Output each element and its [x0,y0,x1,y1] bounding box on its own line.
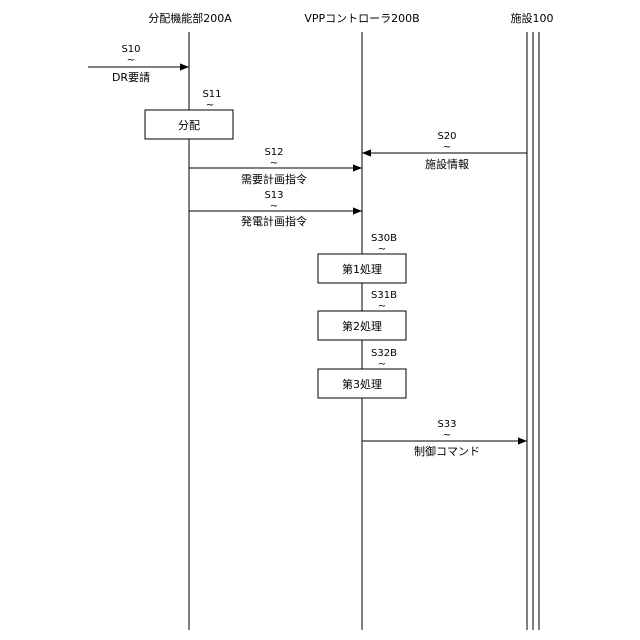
message-s33: 制御コマンド [414,444,480,458]
wave-mark-s13: ~ [270,201,278,212]
message-s13: 発電計画指令 [241,214,307,228]
lane-title-vpp-controller: VPPコントローラ200B [304,12,419,25]
message-s20: 施設情報 [425,157,469,171]
lane-title-allocation: 分配機能部200A [148,11,232,25]
wave-mark-s30b: ~ [378,244,386,255]
lifeline-facility [527,32,539,630]
message-s10: DR要請 [112,70,150,84]
process-label-s31b: 第2処理 [342,319,382,333]
wave-mark-s33: ~ [443,430,451,441]
step-id-s10: S10 [121,44,140,55]
step-id-s32b: S32B [371,348,397,359]
wave-mark-s20: ~ [443,142,451,153]
step-id-s20: S20 [437,131,456,142]
wave-mark-s11: ~ [206,100,214,111]
wave-mark-s10: ~ [127,55,135,66]
message-s12: 需要計画指令 [241,172,307,186]
step-id-s31b: S31B [371,290,397,301]
step-id-s11: S11 [202,89,221,100]
step-id-s13: S13 [264,190,283,201]
step-id-s33: S33 [437,419,456,430]
step-id-s12: S12 [264,147,283,158]
wave-mark-s31b: ~ [378,301,386,312]
process-label-s32b: 第3処理 [342,377,382,391]
lane-title-facility: 施設100 [511,11,554,25]
process-label-s11: 分配 [178,119,200,132]
wave-mark-s12: ~ [270,158,278,169]
step-id-s30b: S30B [371,233,397,244]
wave-mark-s32b: ~ [378,359,386,370]
process-label-s30b: 第1処理 [342,262,382,276]
